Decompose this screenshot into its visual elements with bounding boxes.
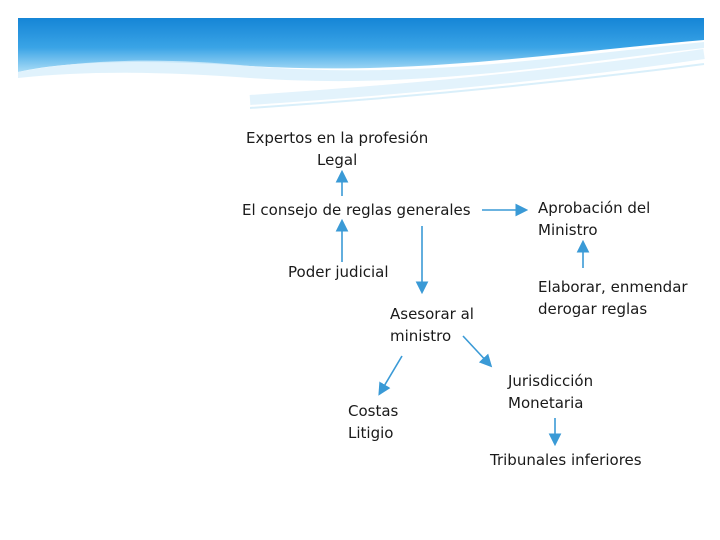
arrow-asesorar-to-costas: [380, 356, 402, 393]
node-tribunales: Tribunales inferiores: [490, 449, 642, 471]
node-costas: Costas Litigio: [348, 400, 398, 444]
node-expertos: Expertos en la profesión Legal: [246, 127, 428, 171]
node-elaborar: Elaborar, enmendar derogar reglas: [538, 276, 688, 320]
node-consejo: El consejo de reglas generales: [242, 199, 471, 221]
node-asesorar: Asesorar al ministro: [390, 303, 474, 347]
header-banner: [0, 0, 720, 130]
node-poder-judicial: Poder judicial: [288, 261, 389, 283]
node-jurisdiccion: Jurisdicción Monetaria: [508, 370, 593, 414]
node-aprobacion: Aprobación del Ministro: [538, 197, 650, 241]
